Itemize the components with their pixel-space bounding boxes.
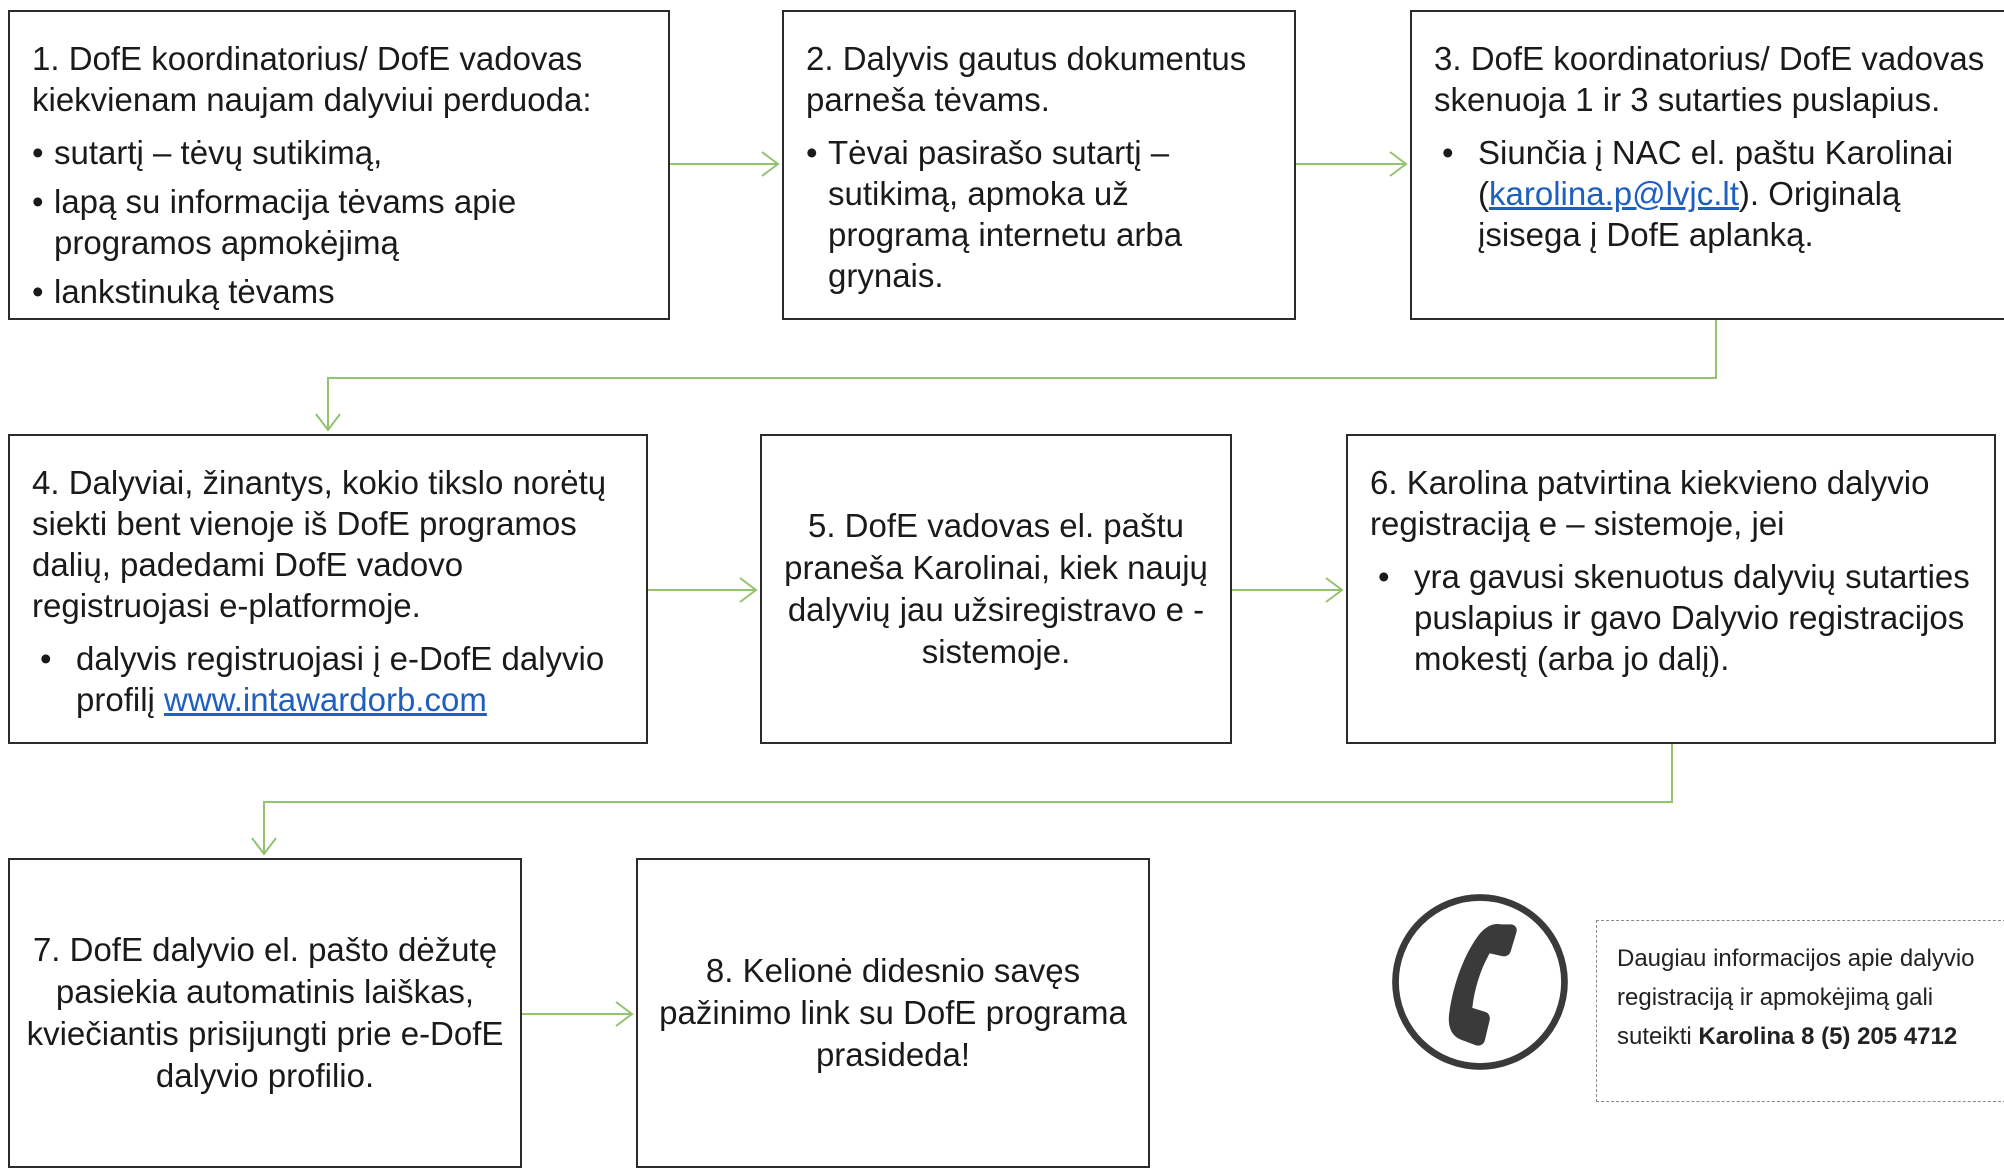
step-6-text: 6. Karolina patvirtina kiekvieno dalyvio… <box>1370 464 1930 542</box>
step-1-text: 1. DofE koordinatorius/ DofE vadovas kie… <box>32 40 592 118</box>
step-3-box: 3. DofE koordinatorius/ DofE vadovas ske… <box>1410 10 2004 320</box>
contact-info-line-2: registraciją ir apmokėjimą gali <box>1617 984 1934 1011</box>
step-3-text: 3. DofE koordinatorius/ DofE vadovas ske… <box>1434 40 1985 118</box>
step-3-bullets: Siunčia į NAC el. paštu Karolinai (karol… <box>1434 132 1990 255</box>
step-6-bullet-1: yra gavusi skenuotus dalyvių sutarties p… <box>1370 556 1974 679</box>
contact-info-prefix: suteikti <box>1617 1023 1699 1050</box>
step-4-bullets: dalyvis registruojasi į e-DofE dalyvio p… <box>32 638 626 720</box>
step-8-text: 8. Kelionė didesnio savęs pažinimo link … <box>659 952 1127 1073</box>
step-6-box: 6. Karolina patvirtina kiekvieno dalyvio… <box>1346 434 1996 744</box>
step-1-bullet-2: lapą su informacija tėvams apie programo… <box>32 181 648 263</box>
step-1-bullet-3: lankstinuką tėvams <box>32 271 648 312</box>
email-link[interactable]: karolina.p@lvjc.lt <box>1489 175 1739 212</box>
arrowhead-5-6 <box>1325 577 1344 603</box>
arrowhead-2-3 <box>1389 151 1408 177</box>
contact-info-line-1: Daugiau informacijos apie dalyvio <box>1617 945 1975 972</box>
step-8-box: 8. Kelionė didesnio savęs pažinimo link … <box>636 858 1150 1168</box>
step-5-box: 5. DofE vadovas el. paštu praneša Karoli… <box>760 434 1232 744</box>
step-3-bullet-text-before: Siunčia į NAC el. paštu Karolinai ( <box>1478 134 1954 212</box>
contact-info-box: Daugiau informacijos apie dalyvio regist… <box>1596 920 2004 1102</box>
step-4-box: 4. Dalyviai, žinantys, kokio tikslo norė… <box>8 434 648 744</box>
step-2-text: 2. Dalyvis gautus dokumentus parneša tėv… <box>806 40 1247 118</box>
step-7-text: 7. DofE dalyvio el. pašto dėžutę pasieki… <box>26 931 504 1094</box>
step-5-text: 5. DofE vadovas el. paštu praneša Karoli… <box>784 507 1208 670</box>
step-1-box: 1. DofE koordinatorius/ DofE vadovas kie… <box>8 10 670 320</box>
connector-6-7 <box>263 744 1673 854</box>
step-4-bullet-text: dalyvis registruojasi į e-DofE dalyvio p… <box>76 640 605 718</box>
step-2-bullets: Tėvai pasirašo sutartį – sutikimą, apmok… <box>806 132 1274 296</box>
arrowhead-6-7 <box>251 837 277 856</box>
phone-icon <box>1392 894 1568 1070</box>
arrowhead-7-8 <box>615 1001 634 1027</box>
step-2-box: 2. Dalyvis gautus dokumentus parneša tėv… <box>782 10 1296 320</box>
arrowhead-4-5 <box>739 577 758 603</box>
step-4-bullet-1: dalyvis registruojasi į e-DofE dalyvio p… <box>32 638 626 720</box>
step-2-bullet-1: Tėvai pasirašo sutartį – sutikimą, apmok… <box>806 132 1274 296</box>
arrowhead-1-2 <box>761 151 780 177</box>
arrowhead-3-4 <box>315 413 341 432</box>
contact-name-phone: Karolina 8 (5) 205 4712 <box>1698 1023 1958 1050</box>
step-3-bullet-text-after: ). Originalą įsisega į DofE aplanką. <box>1478 175 1901 253</box>
step-3-bullet-1: Siunčia į NAC el. paštu Karolinai (karol… <box>1434 132 1990 255</box>
step-1-bullet-1: sutartį – tėvų sutikimą, <box>32 132 648 173</box>
step-4-text: 4. Dalyviai, žinantys, kokio tikslo norė… <box>32 464 607 624</box>
step-6-bullets: yra gavusi skenuotus dalyvių sutarties p… <box>1370 556 1974 679</box>
contact-info-line-3: suteikti Karolina 8 (5) 205 4712 <box>1617 1017 2004 1056</box>
step-7-box: 7. DofE dalyvio el. pašto dėžutę pasieki… <box>8 858 522 1168</box>
step-1-bullets: sutartį – tėvų sutikimą, lapą su informa… <box>32 132 648 312</box>
website-link[interactable]: www.intawardorb.com <box>164 681 487 718</box>
connector-3-4 <box>327 320 1717 430</box>
